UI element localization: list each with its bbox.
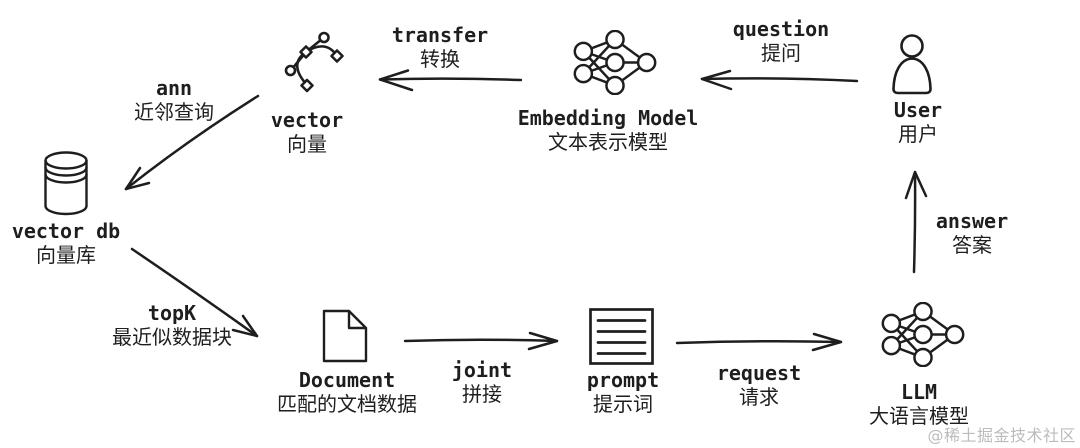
node-label-en: Embedding Model (517, 106, 699, 130)
node-label-prompt: prompt 提示词 (586, 368, 660, 417)
text-lines-icon (589, 308, 654, 365)
watermark-text: @稀土掘金技术社区 (927, 426, 1076, 445)
edge-label-zh: 提问 (760, 41, 801, 65)
edge-label-en: question (732, 17, 830, 41)
arrow-question (700, 69, 859, 91)
person-icon (892, 34, 932, 95)
edge-label-topk: topK 最近似数据块 (112, 301, 232, 350)
edge-label-zh: 请求 (738, 385, 779, 409)
edge-label-zh: 转换 (419, 47, 460, 71)
node-label-zh: 文本表示模型 (548, 130, 668, 154)
edge-label-zh: 拼接 (462, 382, 502, 406)
node-label-en: vector (270, 108, 344, 132)
node-label-llm: LLM 大语言模型 (869, 380, 969, 429)
edge-label-joint: joint 拼接 (451, 358, 513, 407)
edge-label-transfer: transfer 转换 (391, 23, 489, 72)
edge-label-en: answer (935, 209, 1009, 233)
edge-label-en: transfer (391, 23, 489, 47)
node-label-zh: 提示词 (593, 392, 653, 416)
edge-label-zh: 近邻查询 (134, 100, 214, 124)
node-label-zh: 向量 (287, 132, 327, 156)
node-label-en: prompt (586, 368, 660, 392)
node-label-zh: 向量库 (36, 243, 96, 267)
node-label-zh: 用户 (897, 122, 938, 146)
neural-network-icon (881, 302, 965, 367)
edge-label-zh: 最近似数据块 (112, 325, 232, 349)
node-label-zh: 大语言模型 (869, 404, 969, 428)
neural-network-icon (573, 30, 657, 95)
node-label-zh: 匹配的文档数据 (277, 392, 417, 416)
edge-label-en: request (716, 361, 802, 385)
edge-label-zh: 答案 (952, 233, 992, 257)
node-label-vector: vector 向量 (270, 108, 344, 157)
edge-label-ann: ann 近邻查询 (134, 76, 214, 125)
node-label-en: Document (298, 368, 396, 392)
node-label-embedding-model: Embedding Model 文本表示模型 (517, 106, 699, 155)
arrow-transfer (378, 69, 523, 92)
document-icon (322, 309, 368, 363)
arrow-request (675, 332, 843, 352)
node-label-document: Document 匹配的文档数据 (277, 368, 417, 417)
arrow-joint (403, 331, 559, 351)
edge-label-en: joint (451, 358, 513, 382)
edge-label-question: question 提问 (732, 17, 830, 66)
database-icon (44, 151, 88, 216)
edge-label-en: ann (155, 76, 193, 100)
arrow-answer (904, 170, 928, 274)
bezier-curve-icon (284, 31, 344, 93)
node-label-en: vector db (11, 219, 121, 243)
node-label-en: LLM (900, 380, 938, 404)
node-label-vector-db: vector db 向量库 (11, 219, 121, 268)
node-label-en: User (893, 98, 943, 122)
edge-label-answer: answer 答案 (935, 209, 1009, 258)
edge-label-en: topK (147, 301, 197, 325)
node-label-user: User 用户 (893, 98, 943, 147)
edge-label-request: request 请求 (716, 361, 802, 410)
